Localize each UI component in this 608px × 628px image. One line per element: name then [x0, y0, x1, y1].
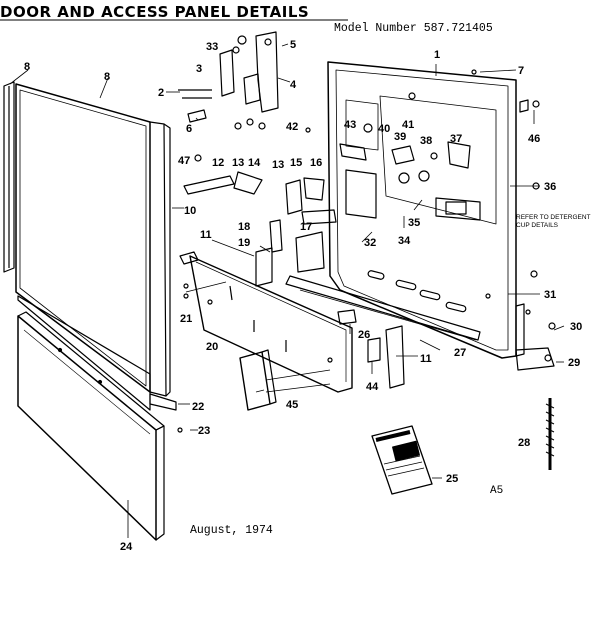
spring-housing	[447, 141, 471, 169]
callout-26: 26	[358, 329, 370, 341]
callout-12: 12	[212, 157, 224, 169]
detergent-cup-note: REFER TO DETERGENT CUP DETAILS	[516, 214, 591, 230]
callout-2: 2	[158, 87, 164, 99]
callout-13-a: 13	[232, 157, 244, 169]
callout-18: 18	[238, 221, 250, 233]
part-16	[303, 177, 325, 201]
part-17-top	[301, 209, 337, 225]
part-17	[295, 231, 325, 273]
callout-11-left: 11	[200, 229, 212, 241]
callout-3: 3	[196, 63, 202, 75]
arm-14	[233, 171, 263, 195]
callout-37: 37	[450, 133, 462, 145]
callout-31: 31	[544, 289, 556, 301]
latch-body	[219, 49, 235, 97]
callout-1: 1	[434, 49, 440, 61]
callout-15: 15	[290, 157, 302, 169]
callout-27: 27	[454, 347, 466, 359]
arm-11-right	[385, 325, 405, 389]
callout-28: 28	[518, 437, 530, 449]
callout-23: 23	[198, 425, 210, 437]
callout-30: 30	[570, 321, 582, 333]
callout-25: 25	[446, 473, 458, 485]
detergent-cup	[435, 197, 481, 221]
callout-41: 41	[402, 119, 414, 131]
diagram-title: DOOR AND ACCESS PANEL DETAILS	[0, 3, 310, 21]
vent-housing	[345, 169, 377, 219]
bottom-trim-strip	[17, 295, 151, 411]
hinge-arm	[515, 347, 555, 371]
trim-end-piece	[149, 393, 177, 411]
callout-24: 24	[120, 541, 133, 553]
callout-32: 32	[364, 237, 376, 249]
note-line-2: CUP DETAILS	[516, 222, 559, 229]
door-side-trim	[149, 121, 167, 397]
callout-45: 45	[286, 399, 298, 411]
lower-trim-rail	[189, 255, 353, 393]
callout-38: 38	[420, 135, 432, 147]
link-plate	[339, 143, 367, 161]
callout-20: 20	[206, 341, 218, 353]
callout-14: 14	[248, 157, 261, 169]
part-18	[269, 219, 283, 253]
inner-door-liner	[327, 61, 517, 359]
note-line-1: REFER TO DETERGENT	[516, 214, 591, 221]
diagram-code: A5	[490, 485, 504, 497]
callout-4: 4	[290, 79, 297, 91]
callout-42: 42	[286, 121, 298, 133]
hinge-bracket	[515, 303, 525, 357]
model-number: Model Number 587.721405	[334, 22, 493, 35]
arm-12	[183, 175, 235, 195]
callout-6: 6	[186, 123, 192, 135]
callout-5: 5	[290, 39, 296, 51]
callout-40: 40	[378, 123, 390, 135]
callout-34: 34	[398, 235, 411, 247]
callout-29: 29	[568, 357, 580, 369]
callout-35: 35	[408, 217, 420, 229]
callout-22: 22	[192, 401, 204, 413]
long-rail	[285, 275, 481, 341]
callout-43: 43	[344, 119, 356, 131]
callout-47: 47	[178, 155, 190, 167]
callout-19: 19	[238, 237, 250, 249]
callout-8-left: 8	[24, 61, 30, 73]
arm-11-left	[255, 247, 273, 287]
callout-46: 46	[528, 133, 540, 145]
part-15	[285, 179, 303, 215]
callout-36: 36	[544, 181, 556, 193]
callout-33: 33	[206, 41, 218, 53]
callout-16: 16	[310, 157, 322, 169]
latch-bracket	[255, 31, 279, 113]
diagram-date: August, 1974	[190, 524, 273, 537]
callout-8: 8	[104, 71, 110, 83]
callout-17: 17	[300, 221, 312, 233]
callout-11-right: 11	[420, 353, 432, 365]
callout-21: 21	[180, 313, 192, 325]
part-44	[367, 337, 381, 363]
callout-7: 7	[518, 65, 524, 77]
access-panel	[17, 315, 157, 541]
callout-44: 44	[366, 381, 379, 393]
callout-39: 39	[394, 131, 406, 143]
outer-door-panel	[15, 83, 151, 393]
callout-10: 10	[184, 205, 196, 217]
instruction-booklet	[371, 425, 433, 495]
clip-26	[337, 309, 357, 325]
handle-cover	[239, 351, 271, 411]
latch-strike	[187, 109, 207, 123]
callout-13-b: 13	[272, 159, 284, 171]
